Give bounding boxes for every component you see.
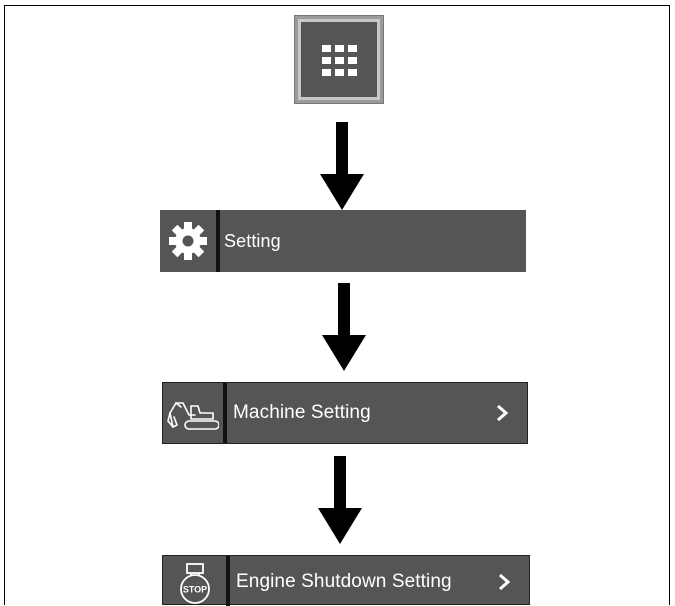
- divider: [223, 383, 227, 443]
- stop-text: STOP: [182, 585, 206, 595]
- chevron-right-icon: [497, 556, 511, 604]
- machine-setting-label: Machine Setting: [233, 402, 371, 423]
- setting-menu-item[interactable]: Setting: [160, 210, 526, 272]
- gear-icon-cell: [160, 210, 216, 272]
- gear-icon: [169, 222, 207, 260]
- engine-shutdown-setting-menu-item[interactable]: STOP Engine Shutdown Setting: [162, 555, 530, 606]
- chevron-right-icon: [495, 383, 509, 443]
- divider: [216, 210, 220, 272]
- stop-engine-icon: STOP: [179, 563, 210, 604]
- grid-menu-icon: [322, 45, 357, 76]
- excavator-icon: [167, 402, 219, 430]
- down-arrow-icon: [320, 122, 364, 210]
- divider: [226, 556, 230, 606]
- down-arrow-icon: [322, 283, 366, 371]
- engine-shutdown-setting-label: Engine Shutdown Setting: [236, 571, 452, 592]
- down-arrow-icon: [318, 456, 362, 544]
- menu-grid-button[interactable]: [295, 16, 383, 103]
- setting-label: Setting: [224, 230, 281, 251]
- excavator-icon-cell: [163, 383, 223, 443]
- illustration-frame: [4, 5, 670, 605]
- machine-setting-menu-item[interactable]: Machine Setting: [162, 382, 528, 444]
